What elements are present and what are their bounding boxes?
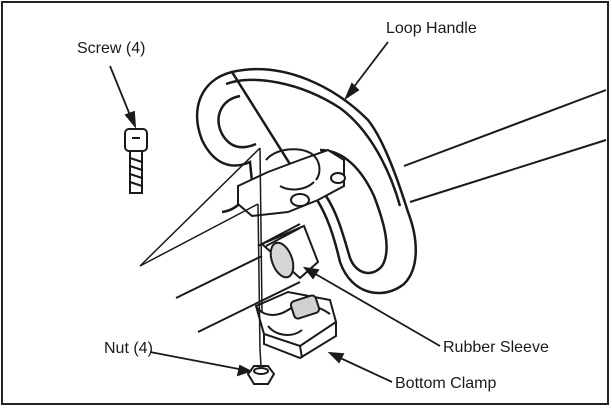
top-clamp [237, 148, 346, 218]
nut-part [246, 365, 276, 385]
rubber-sleeve [260, 224, 320, 280]
bottom-clamp [254, 290, 338, 360]
shaft [175, 89, 607, 333]
label-bottom-clamp: Bottom Clamp [395, 375, 497, 392]
label-rubber-sleeve: Rubber Sleeve [443, 339, 549, 356]
label-loop-handle: Loop Handle [386, 20, 477, 37]
leader-arrows [109, 41, 441, 383]
assembly-lines [139, 147, 263, 367]
label-screw: Screw (4) [77, 40, 146, 57]
label-nut: Nut (4) [104, 340, 153, 357]
screw-part [124, 128, 148, 194]
